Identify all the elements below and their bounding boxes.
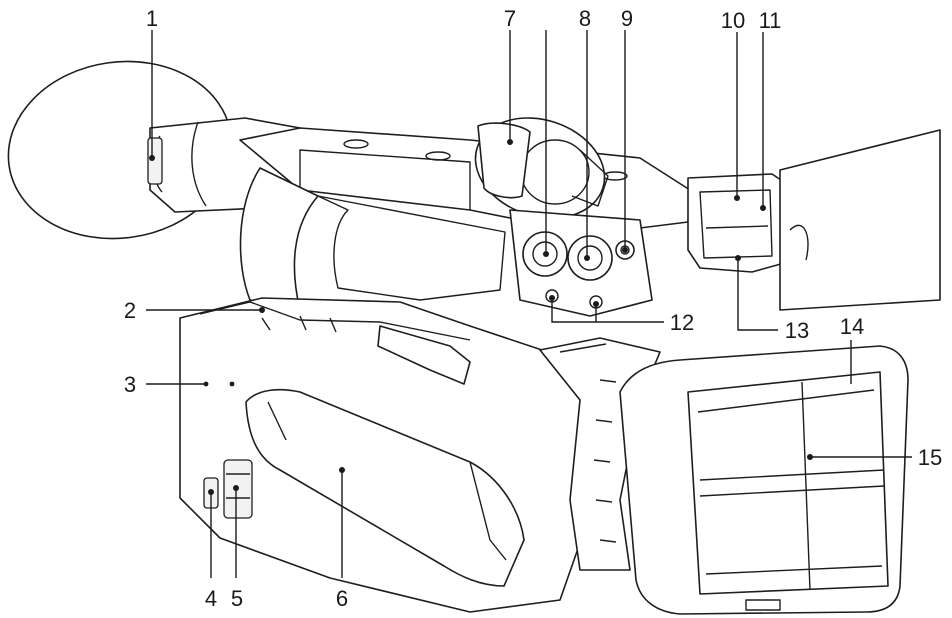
- leader-lines: [146, 30, 912, 578]
- callout-9: 9: [621, 6, 633, 31]
- callout-6: 6: [336, 586, 348, 611]
- callout-labels: 1 2 3 4 5 6 7 8 9 10 11 12 13 14 15: [124, 6, 942, 611]
- lcd-hinge: [687, 173, 791, 273]
- grip-belt: [245, 388, 525, 587]
- callout-7: 7: [504, 6, 516, 31]
- callout-8: 8: [579, 6, 591, 31]
- handle-top: [239, 127, 691, 229]
- callout-13: 13: [785, 318, 809, 343]
- callout-1: 1: [146, 6, 158, 31]
- lens-cap: [687, 371, 889, 595]
- callout-12: 12: [670, 310, 694, 335]
- zoom-lever: [377, 325, 471, 385]
- callout-5: 5: [231, 586, 243, 611]
- callout-3: 3: [124, 372, 136, 397]
- callout-2: 2: [124, 298, 136, 323]
- callout-14: 14: [840, 314, 864, 339]
- callout-4: 4: [205, 586, 217, 611]
- lcd-panel: [779, 129, 941, 311]
- callout-11: 11: [759, 8, 782, 33]
- camcorder-illustration: [7, 60, 941, 615]
- callout-15: 15: [918, 445, 942, 470]
- leader-dots: [149, 139, 813, 495]
- callout-10: 10: [721, 8, 745, 33]
